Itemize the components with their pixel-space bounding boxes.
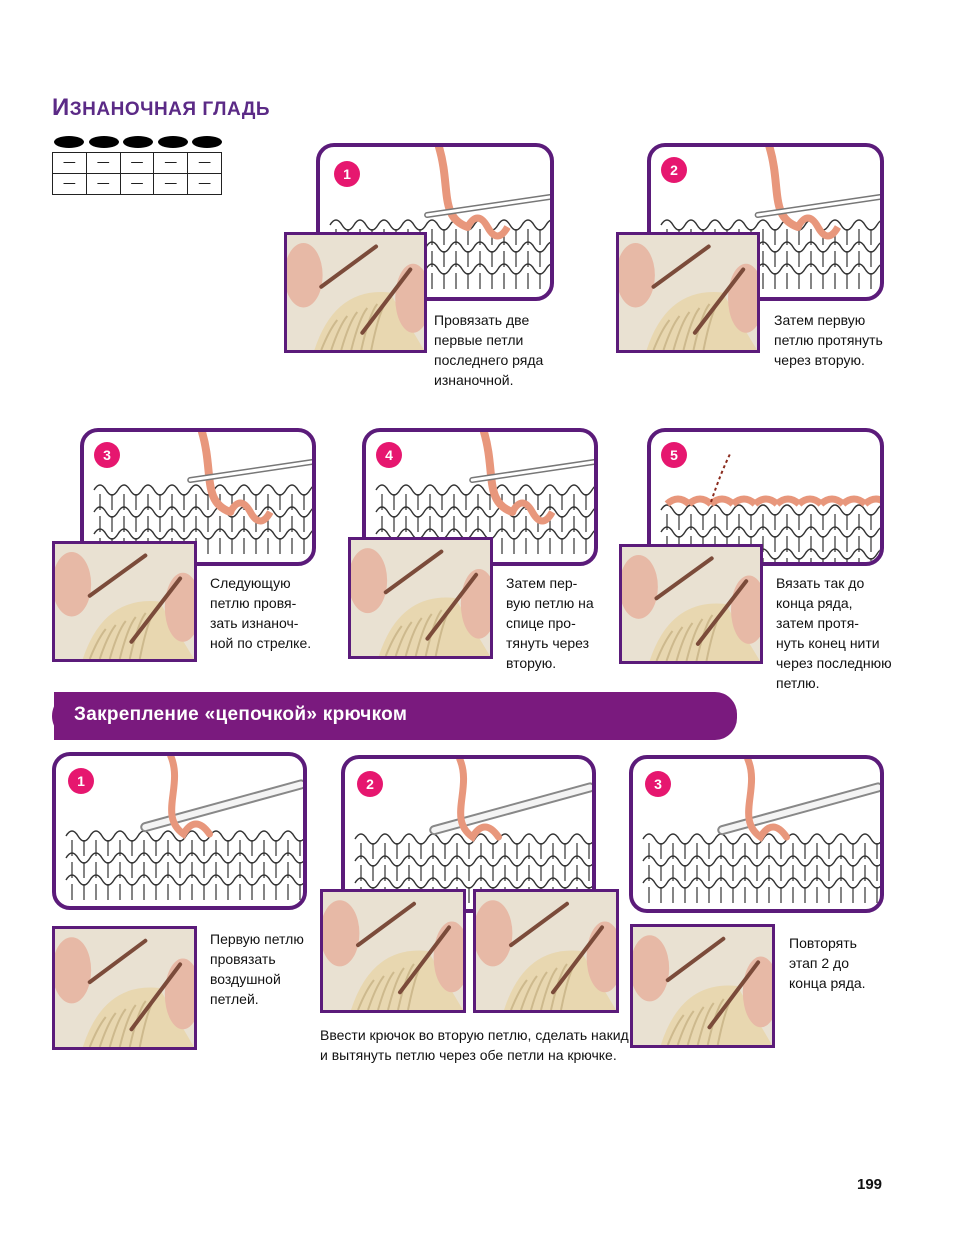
stitch-chart: — — — — — — — — — — — [52, 136, 224, 195]
step-1-photo — [284, 232, 427, 353]
section-banner: Закрепление «цепочкой» крючком — [52, 692, 737, 740]
crochet-diagram — [65, 756, 303, 900]
step-badge: 4 — [376, 442, 402, 468]
step-badge: 5 — [661, 442, 687, 468]
crochet-step-2-caption: Ввести крючок во вторую петлю, сделать н… — [320, 1027, 629, 1063]
knitting-diagram — [375, 432, 594, 554]
chart-cell: — — [119, 152, 155, 174]
crochet-step-3-diagram: 3 — [629, 755, 884, 913]
step-2-caption: Затем первую петлю протянуть через втору… — [774, 312, 883, 368]
step-badge: 1 — [334, 161, 360, 187]
step-3-caption: Следующую петлю провя- зать изнаноч- ной… — [210, 575, 312, 651]
chart-cell: — — [187, 152, 222, 174]
chart-grid: — — — — — — — — — — — [52, 152, 222, 195]
step-5-caption: Вязать так до конца ряда, затем протя- н… — [776, 575, 892, 691]
chart-cell: — — [52, 152, 87, 174]
step-badge: 3 — [94, 442, 120, 468]
chart-cell: — — [187, 173, 222, 195]
crochet-step-3-caption: Повторять этап 2 до конца ряда. — [789, 935, 866, 991]
step-4-caption: Затем пер- вую петлю на спице про- тянут… — [506, 575, 594, 671]
chart-cell: — — [119, 173, 155, 195]
chart-cell: — — [153, 152, 189, 174]
crochet-step-2-photo-a — [320, 889, 466, 1013]
step-3-photo — [52, 541, 197, 662]
crochet-diagram — [642, 759, 880, 903]
section-title: ИЗНАНОЧНАЯ ГЛАДЬ — [52, 94, 271, 121]
crochet-step-2-photo-b — [473, 889, 619, 1013]
crochet-step-1-caption: Первую петлю провязать воздушной петлей. — [210, 931, 304, 1007]
crochet-step-1-diagram: 1 — [52, 752, 307, 910]
step-2-photo — [616, 232, 760, 353]
chart-cell: — — [153, 173, 189, 195]
step-4-photo — [348, 537, 493, 659]
crochet-step-2-diagram: 2 — [341, 755, 596, 913]
chart-cell: — — [85, 152, 121, 174]
crochet-step-3-photo — [630, 924, 775, 1048]
step-1-caption: Провязать две первые петли последнего ря… — [434, 312, 544, 388]
step-badge: 2 — [357, 771, 383, 797]
chart-bobbles — [52, 136, 224, 150]
chart-cell: — — [52, 173, 87, 195]
chart-cell: — — [85, 173, 121, 195]
step-5-photo — [619, 544, 763, 664]
crochet-step-1-photo — [52, 926, 197, 1050]
knitting-diagram — [93, 432, 312, 554]
page-number: 199 — [857, 1176, 883, 1193]
step-badge: 3 — [645, 771, 671, 797]
step-badge: 2 — [661, 157, 687, 183]
step-badge: 1 — [68, 768, 94, 794]
step-5-diagram: 5 — [647, 428, 884, 566]
